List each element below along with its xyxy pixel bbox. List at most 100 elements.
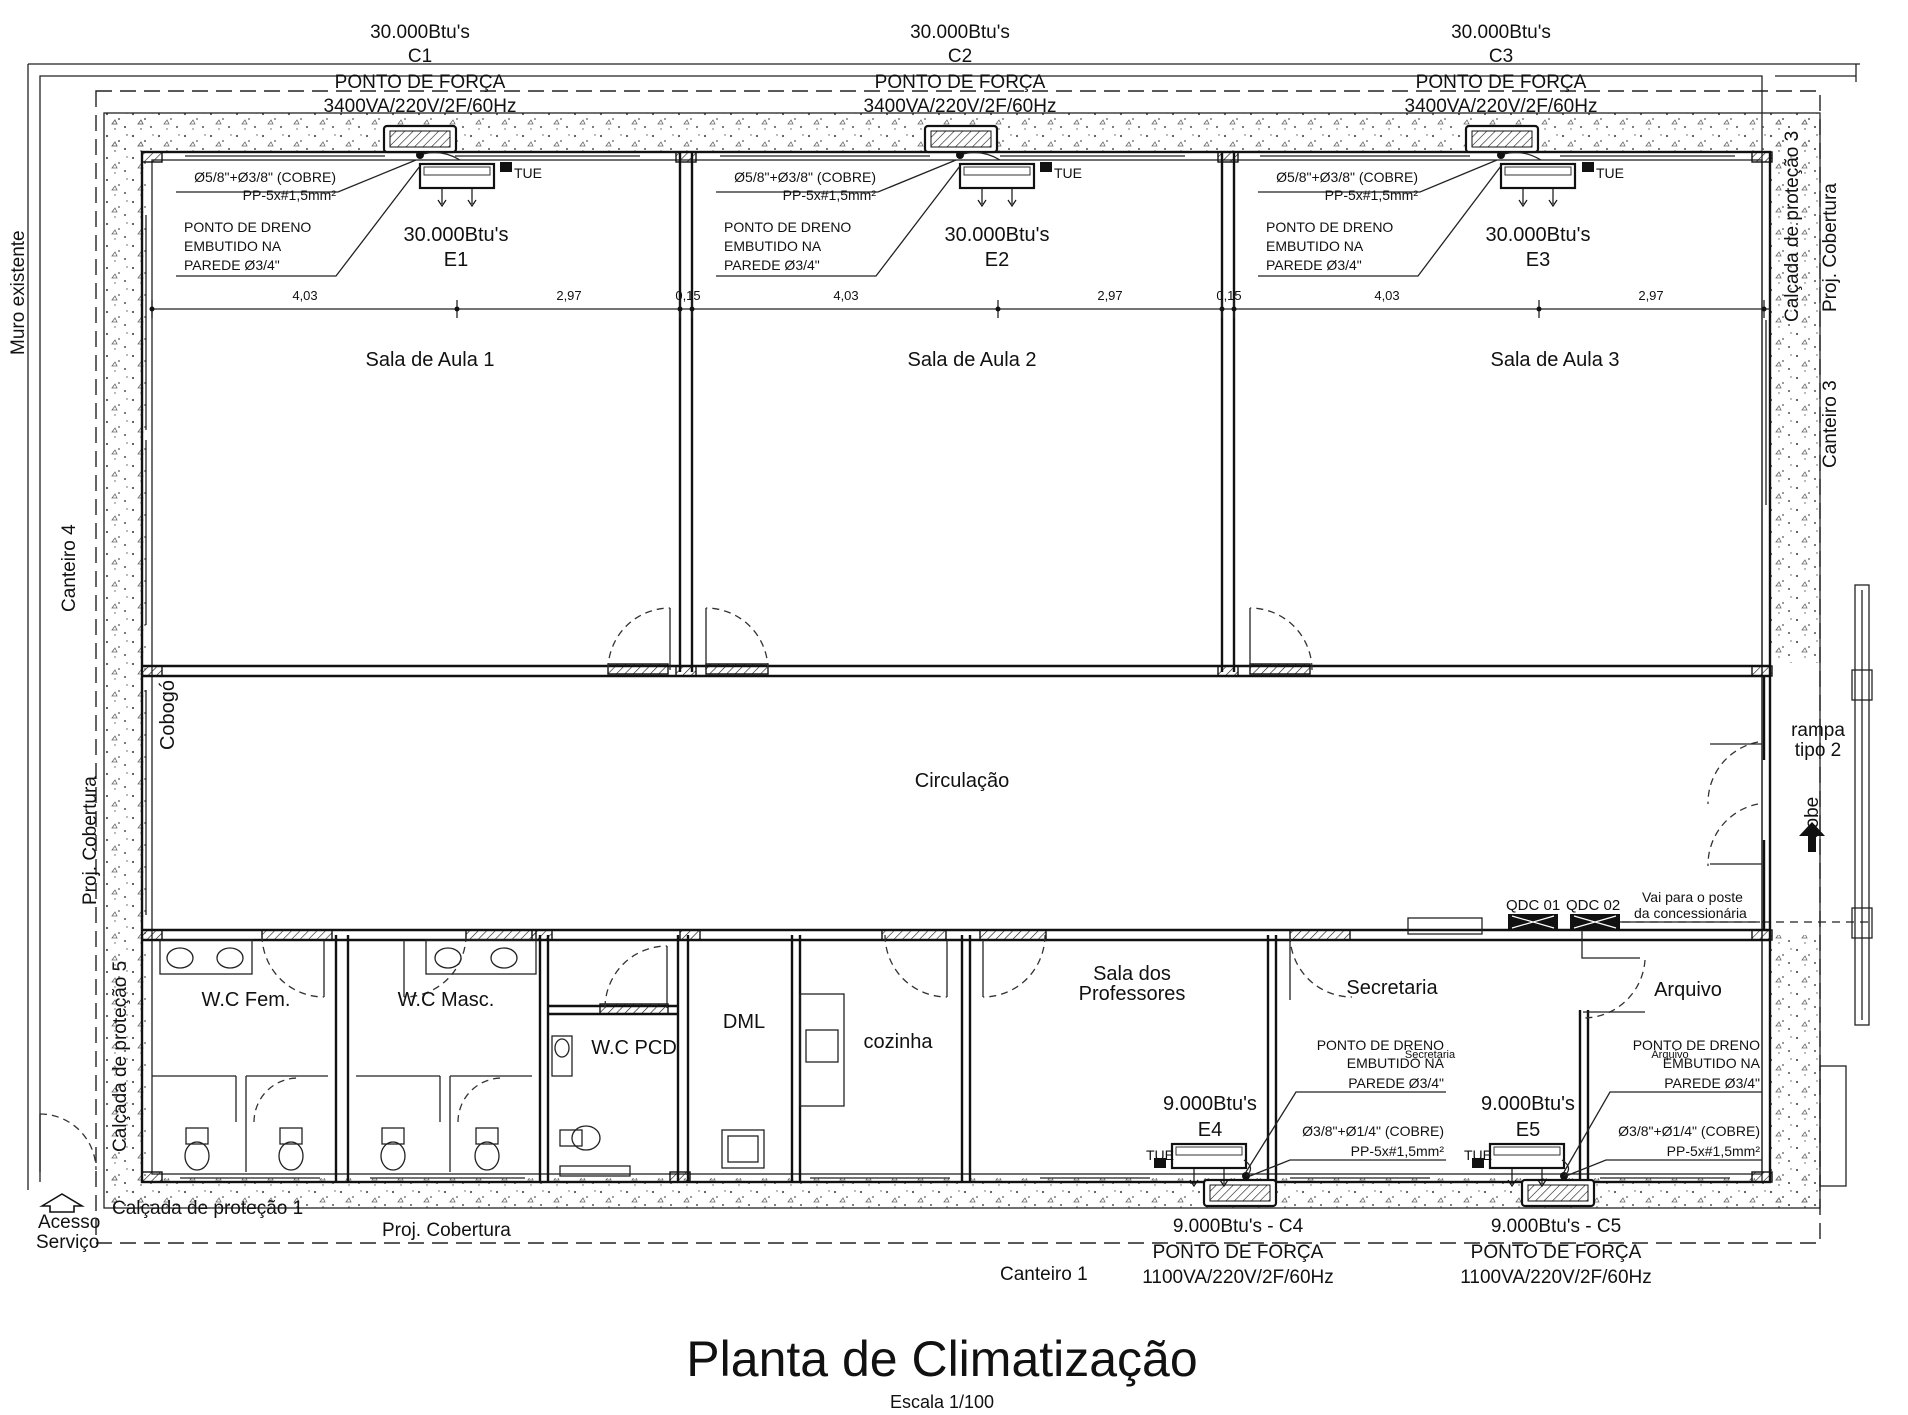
evaporator-e1 [418,162,496,208]
dim-sala3-a: 4,03 [1374,288,1399,303]
dim-sala2-a: 4,03 [833,288,858,303]
room-arquivo: Arquivo [1654,979,1722,1001]
room-arquivo-small: Arquivo [1651,1049,1688,1061]
c3-id: C3 [1489,46,1513,67]
e4-id: E4 [1198,1119,1222,1141]
sanitary-fixtures [152,917,1483,1177]
e3-dreno-2: EMBUTIDO NA [1266,238,1364,254]
e3-btu: 30.000Btu's [1485,224,1590,246]
label-proj-cobertura-bottom: Proj. Cobertura [382,1220,511,1241]
c5-ponto: PONTO DE FORÇA [1471,1242,1642,1263]
e4-tue: TUE [1146,1147,1174,1163]
condenser-c2 [923,124,999,154]
room-secretaria-small: Secretaria [1405,1049,1456,1061]
condenser-c1 [382,124,458,154]
doors [39,607,1762,1172]
e3-dreno-1: PONTO DE DRENO [1266,219,1393,235]
e2-btu: 30.000Btu's [944,224,1049,246]
label-qdc-02: QDC 02 [1566,897,1620,914]
tue-outlet-e4 [1154,1158,1166,1168]
room-sala-3: Sala de Aula 3 [1491,349,1620,371]
room-professores-2: Professores [1079,983,1186,1005]
c1-power: 3400VA/220V/2F/60Hz [324,96,517,117]
room-sala-2: Sala de Aula 2 [908,349,1037,371]
e3-cable: PP-5x#1,5mm² [1325,187,1419,203]
e2-pipe: Ø5/8"+Ø3/8" (COBRE) [734,169,876,185]
label-calcada-3: Calçada de proteção 3 [1782,131,1803,322]
access-arrow-icon [39,1193,85,1213]
hvac-equipment [176,124,1762,1208]
e1-dreno-1: PONTO DE DRENO [184,219,311,235]
label-sobe: sobe [1802,797,1823,838]
room-secretaria: Secretaria [1346,977,1438,999]
e5-dreno-3: PAREDE Ø3/4" [1664,1075,1760,1091]
dim-sala3-b: 2,97 [1638,288,1663,303]
room-cobogo: Cobogó [157,680,179,750]
c5-label: 9.000Btu's - C5 [1491,1216,1621,1237]
dim-sala2-b: 2,97 [1097,288,1122,303]
e3-pipe: Ø5/8"+Ø3/8" (COBRE) [1276,169,1418,185]
e5-dreno-2: EMBUTIDO NA [1663,1055,1761,1071]
e5-pipe: Ø3/8"+Ø1/4" (COBRE) [1618,1123,1760,1139]
e5-cable: PP-5x#1,5mm² [1667,1143,1761,1159]
room-sala-1: Sala de Aula 1 [366,349,495,371]
tue-outlet-e2 [1040,162,1052,172]
e4-dreno-2: EMBUTIDO NA [1347,1055,1445,1071]
e1-pipe: Ø5/8"+Ø3/8" (COBRE) [194,169,336,185]
e1-id: E1 [444,249,468,271]
dim-wall-2: 0,15 [1216,288,1241,303]
e1-dreno-3: PAREDE Ø3/4" [184,257,280,273]
c2-ponto: PONTO DE FORÇA [875,72,1046,93]
drawing-scale: Escala 1/100 [890,1392,994,1412]
e4-cable: PP-5x#1,5mm² [1351,1143,1445,1159]
e2-tue: TUE [1054,165,1082,181]
e2-dreno-2: EMBUTIDO NA [724,238,822,254]
c5-power: 1100VA/220V/2F/60Hz [1460,1267,1652,1288]
e3-dreno-3: PAREDE Ø3/4" [1266,257,1362,273]
label-canteiro-1: Canteiro 1 [1000,1264,1088,1285]
label-calcada-5: Calçada de proteção 5 [110,961,131,1152]
e4-dreno-3: PAREDE Ø3/4" [1348,1075,1444,1091]
c2-btu: 30.000Btu's [910,22,1010,43]
e2-dreno-1: PONTO DE DRENO [724,219,851,235]
room-labels: Sala de Aula 1 Sala de Aula 2 Sala de Au… [157,349,1722,1061]
c1-ponto: PONTO DE FORÇA [335,72,506,93]
tue-outlet-e3 [1582,162,1594,172]
c4-power: 1100VA/220V/2F/60Hz [1142,1267,1334,1288]
c4-ponto: PONTO DE FORÇA [1153,1242,1324,1263]
room-dml: DML [723,1011,765,1033]
tue-outlet-e5 [1472,1158,1484,1168]
e2-id: E2 [985,249,1009,271]
e1-dreno-2: EMBUTIDO NA [184,238,282,254]
e1-cable: PP-5x#1,5mm² [243,187,337,203]
dim-sala1-a: 4,03 [292,288,317,303]
dimension-labels: 4,03 2,97 0,15 4,03 2,97 0,15 4,03 2,97 [292,288,1663,303]
c3-btu: 30.000Btu's [1451,22,1551,43]
label-canteiro-3: Canteiro 3 [1820,380,1841,468]
e1-btu: 30.000Btu's [403,224,508,246]
e5-tue: TUE [1464,1147,1492,1163]
c3-ponto: PONTO DE FORÇA [1416,72,1587,93]
evaporator-e2 [958,162,1036,208]
e2-cable: PP-5x#1,5mm² [783,187,877,203]
evaporator-e3 [1499,162,1577,208]
e4-pipe: Ø3/8"+Ø1/4" (COBRE) [1302,1123,1444,1139]
e5-id: E5 [1516,1119,1540,1141]
site-labels: Muro existente Canteiro 4 Proj. Cobertur… [8,131,1845,1285]
wall-pillars [141,151,1773,1183]
room-circulacao: Circulação [915,770,1009,792]
e1-tue: TUE [514,165,542,181]
e2-dreno-3: PAREDE Ø3/4" [724,257,820,273]
condenser-c3 [1464,124,1540,154]
dimension-line [149,300,1770,318]
label-qdc-01: QDC 01 [1506,897,1560,914]
room-cozinha: cozinha [864,1031,934,1053]
label-poste-2: da concessionária [1634,905,1747,921]
tue-outlet-e1 [500,162,512,172]
room-wc-fem: W.C Fem. [202,989,291,1011]
e3-id: E3 [1526,249,1550,271]
label-proj-cobertura-right: Proj. Cobertura [1820,183,1841,312]
e3-tue: TUE [1596,165,1624,181]
label-rampa-tipo: tipo 2 [1795,740,1841,761]
